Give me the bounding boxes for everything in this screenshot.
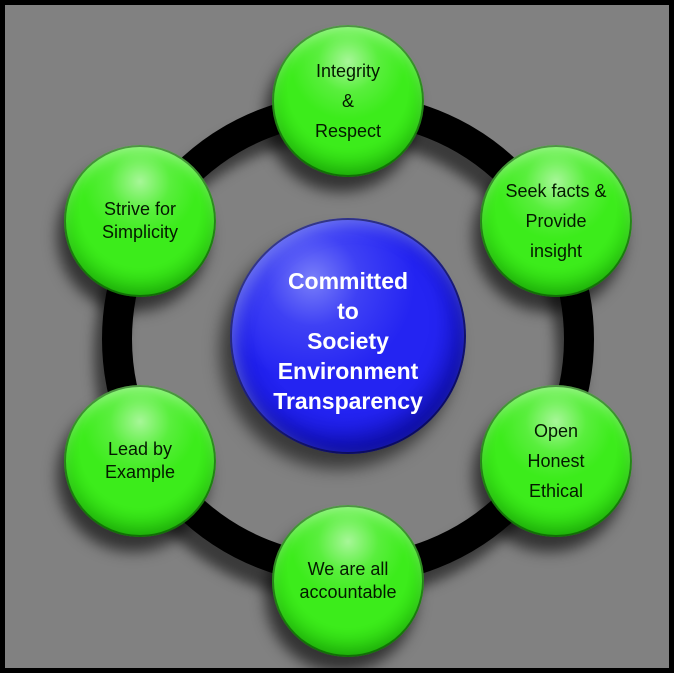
node-label: Open Honest Ethical	[527, 421, 585, 501]
node-open-honest-ethical: Open Honest Ethical	[480, 385, 632, 537]
node-lead-by-example: Lead by Example	[64, 385, 216, 537]
node-seek-facts-provide-insight: Seek facts & Provide insight	[480, 145, 632, 297]
node-label: Seek facts & Provide insight	[505, 181, 607, 261]
node-strive-for-simplicity: Strive for Simplicity	[64, 145, 216, 297]
node-label: Strive for Simplicity	[101, 199, 178, 242]
center-label: Committed to Society Environment Transpa…	[273, 268, 423, 414]
node-we-are-all-accountable: We are all accountable	[272, 505, 424, 657]
center-commitment-circle: Committed to Society Environment Transpa…	[230, 218, 466, 454]
node-label: Lead by Example	[104, 439, 176, 482]
node-integrity-respect: Integrity & Respect	[272, 25, 424, 177]
node-label: We are all accountable	[299, 559, 397, 602]
node-label: Integrity & Respect	[314, 61, 382, 141]
